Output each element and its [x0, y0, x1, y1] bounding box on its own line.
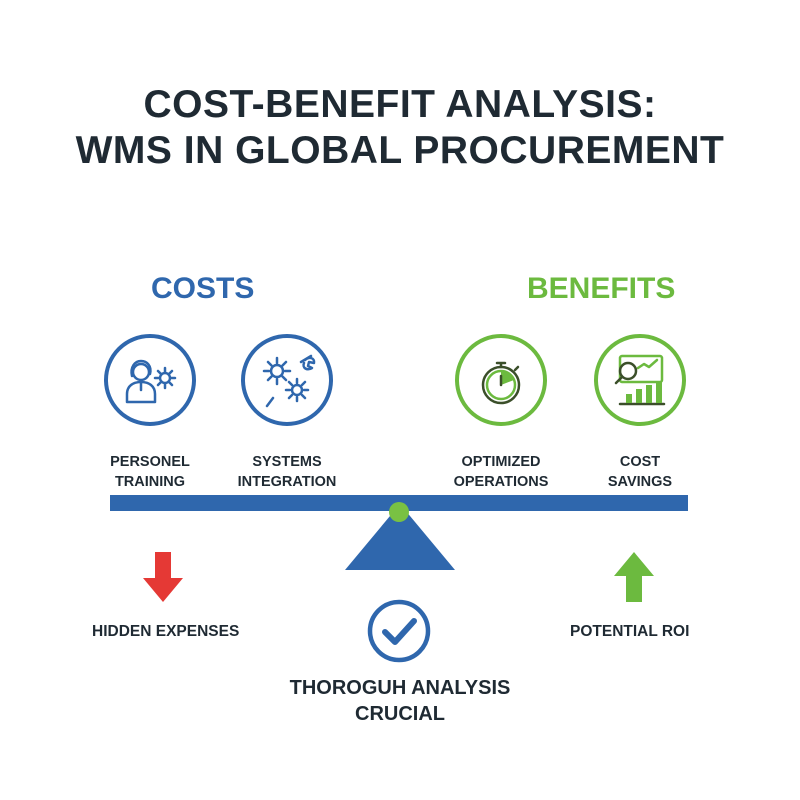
person-gears-icon: [125, 359, 177, 404]
systems-integration-icon-circle: [241, 334, 333, 426]
benefits-heading: BENEFITS: [527, 272, 676, 305]
optimized-operations-line-2: OPERATIONS: [453, 474, 549, 490]
personnel-training-icon-circle: [104, 334, 196, 426]
gears-wrench-icon: [262, 354, 316, 408]
potential-roi-label: POTENTIAL ROI: [570, 623, 690, 640]
systems-integration-line-2: INTEGRATION: [237, 474, 337, 490]
balance-pivot: [389, 502, 409, 522]
costs-heading: COSTS: [151, 272, 255, 305]
systems-integration-line-1: SYSTEMS: [252, 454, 322, 470]
cost-savings-line-1: COST: [619, 454, 661, 470]
conclusion-text: THOROGUH ANALYSIS CRUCIAL: [200, 675, 600, 727]
hidden-expenses-label: HIDDEN EXPENSES: [92, 623, 240, 640]
optimized-operations-label: OPTIMIZED OPERATIONS: [426, 452, 576, 492]
page-title: COST-BENEFIT ANALYSIS: WMS IN GLOBAL PRO…: [0, 82, 800, 174]
conclusion-line-1: THOROGUH ANALYSIS: [289, 677, 511, 699]
optimized-operations-line-1: OPTIMIZED: [461, 454, 541, 470]
checkmark-icon: [367, 599, 431, 663]
personnel-training-label: PERSONEL TRAINING: [75, 452, 225, 492]
fulcrum-triangle: [345, 504, 455, 570]
down-arrow-icon: [143, 552, 183, 602]
conclusion-line-2: CRUCIAL: [355, 703, 445, 725]
personnel-training-line-2: TRAINING: [114, 474, 186, 490]
optimized-operations-icon-circle: [455, 334, 547, 426]
up-arrow-icon: [614, 552, 654, 602]
stopwatch-icon: [481, 361, 521, 405]
title-line-2: WMS IN GLOBAL PROCUREMENT: [75, 129, 725, 172]
magnifier-chart-icon: [614, 354, 666, 406]
systems-integration-label: SYSTEMS INTEGRATION: [212, 452, 362, 492]
title-line-1: COST-BENEFIT ANALYSIS:: [143, 83, 657, 126]
cost-savings-label: COST SAVINGS: [565, 452, 715, 492]
personnel-training-line-1: PERSONEL: [110, 454, 190, 470]
cost-savings-line-2: SAVINGS: [607, 474, 673, 490]
cost-savings-icon-circle: [594, 334, 686, 426]
